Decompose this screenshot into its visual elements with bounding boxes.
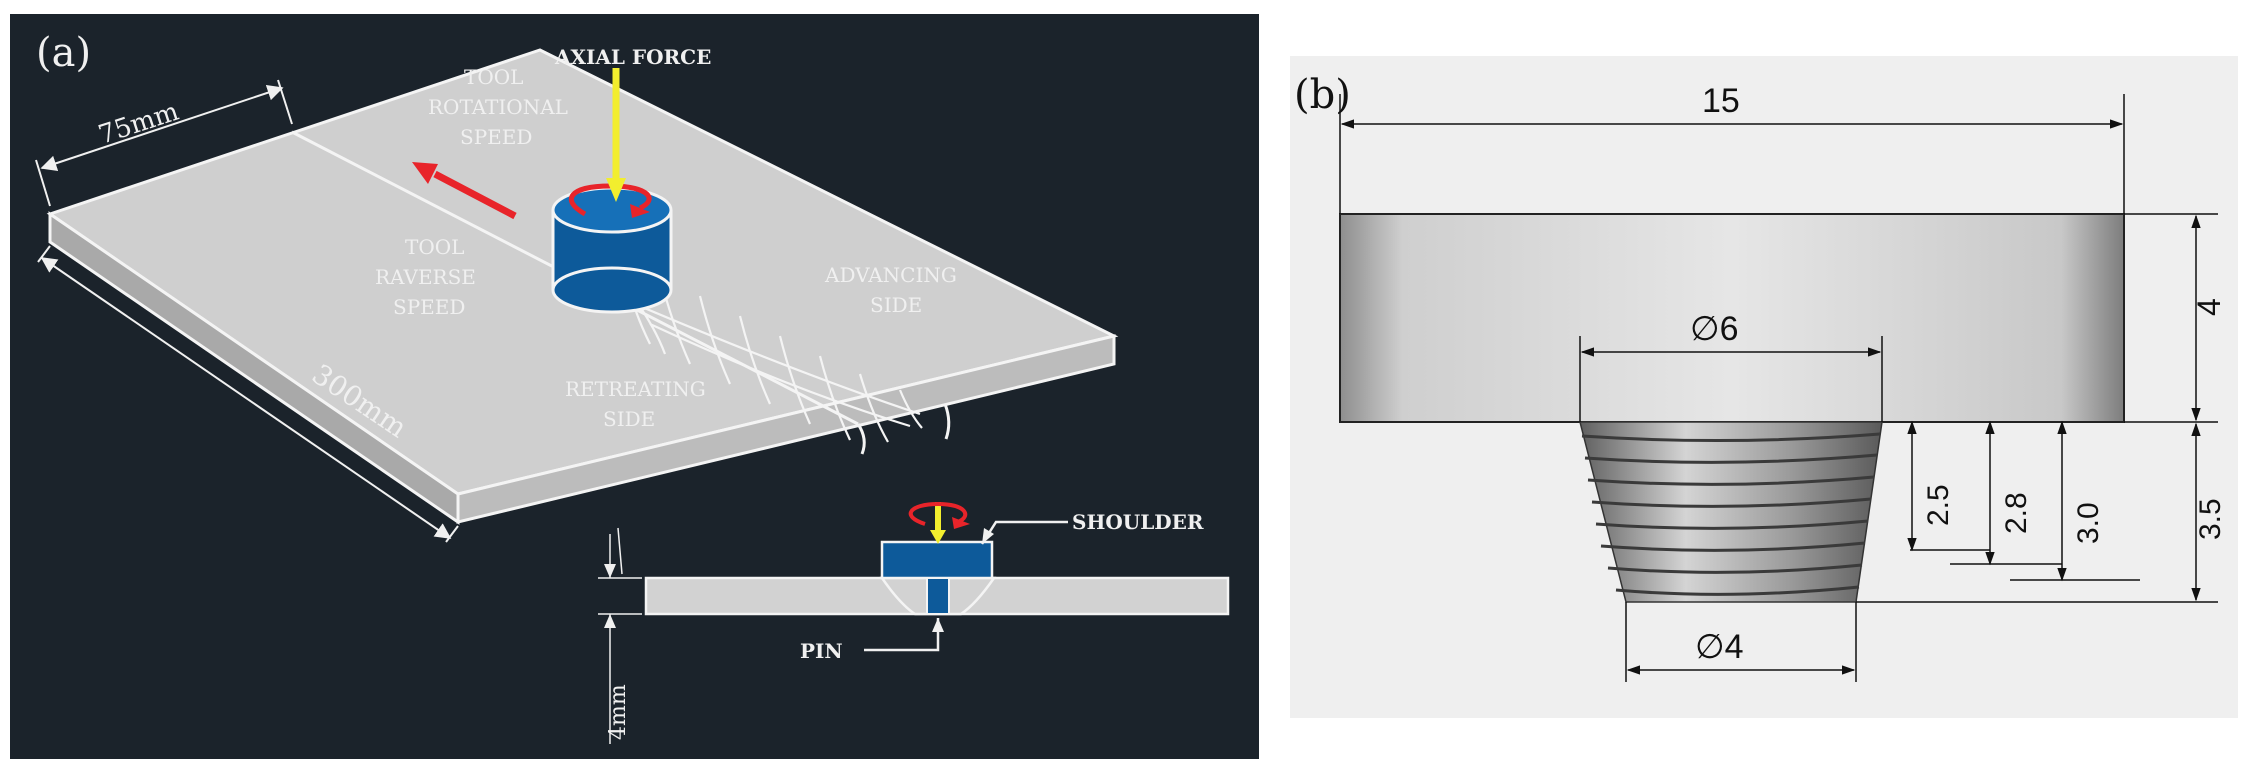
dim-dia-4: ∅4 <box>1625 602 1857 682</box>
svg-text:SIDE: SIDE <box>603 407 655 431</box>
svg-text:75mm: 75mm <box>95 97 183 151</box>
dim-dia-6: ∅6 <box>1579 310 1883 422</box>
svg-text:ROTATIONAL: ROTATIONAL <box>428 95 568 119</box>
dim-15: 15 <box>1339 82 2125 214</box>
pin-leader <box>864 618 940 652</box>
cross-section <box>644 540 1230 616</box>
svg-text:4mm: 4mm <box>606 684 631 740</box>
retreating-side-label: RETREATING SIDE <box>565 377 706 431</box>
svg-text:TOOL: TOOL <box>405 235 464 259</box>
dim-3-5: 3.5 <box>1856 422 2227 603</box>
svg-text:SIDE: SIDE <box>870 293 922 317</box>
shoulder-block <box>1339 213 2125 423</box>
svg-text:TOOL: TOOL <box>464 65 523 89</box>
svg-text:∅6: ∅6 <box>1690 310 1739 348</box>
tool-rotational-speed-label: TOOL ROTATIONAL SPEED <box>428 65 568 149</box>
joint-groove <box>856 423 866 455</box>
cs-force-arrowhead <box>930 530 946 544</box>
dim-2-8: 2.8 <box>1950 420 2062 566</box>
svg-text:SPEED: SPEED <box>393 295 465 319</box>
advancing-side-label: ADVANCING SIDE <box>824 263 957 317</box>
axial-force-arrowhead <box>606 178 626 202</box>
svg-text:15: 15 <box>1702 82 1740 120</box>
axial-force-label: AXIAL FORCE <box>554 45 711 69</box>
threaded-pin <box>1579 421 1883 603</box>
svg-text:2.8: 2.8 <box>2000 492 2033 534</box>
fsw-schematic-svg: (a) AXIAL FORCE TOOL R <box>35 30 1230 744</box>
svg-text:3.0: 3.0 <box>2072 502 2105 544</box>
rotation-arrowhead <box>630 204 650 218</box>
svg-text:RETREATING: RETREATING <box>565 377 706 401</box>
pin-threads <box>1581 432 1881 596</box>
shoulder-leader <box>980 520 1068 545</box>
svg-text:4: 4 <box>2191 298 2227 316</box>
dim-3-0: 3.0 <box>2010 420 2140 582</box>
svg-text:3.5: 3.5 <box>2194 498 2227 540</box>
traverse-arrowhead <box>412 162 438 184</box>
dim-4: 4 <box>2124 213 2227 423</box>
pin-label: PIN <box>800 639 843 663</box>
weld-end-groove <box>943 403 951 440</box>
weld-bead <box>609 253 923 443</box>
svg-text:2.5: 2.5 <box>1922 484 1955 526</box>
svg-text:RAVERSE: RAVERSE <box>375 265 476 289</box>
tool-drawing-svg: (b) 15 4 ∅6 ∅4 <box>1294 72 2227 682</box>
panel-b-label: (b) <box>1294 72 1351 118</box>
cs-rotation-arrowhead <box>952 517 970 529</box>
svg-text:∅4: ∅4 <box>1695 628 1744 666</box>
tool-cylinder <box>551 186 673 314</box>
section-leader <box>617 527 623 575</box>
thickness-dimension: 4mm <box>598 534 642 744</box>
svg-text:SPEED: SPEED <box>460 125 532 149</box>
shoulder-label: SHOULDER <box>1072 510 1204 534</box>
panel-a-label: (a) <box>36 30 91 76</box>
panel-a-fsw-schematic: (a) AXIAL FORCE TOOL R <box>10 14 1259 759</box>
plate-right-face <box>456 334 1116 524</box>
dim-2-5: 2.5 <box>1907 420 1990 552</box>
panel-b-tool-drawing: (b) 15 4 ∅6 ∅4 <box>1290 56 2238 718</box>
svg-text:ADVANCING: ADVANCING <box>824 263 957 287</box>
traverse-arrow <box>433 170 517 220</box>
cs-rotation-arrow <box>908 501 968 526</box>
